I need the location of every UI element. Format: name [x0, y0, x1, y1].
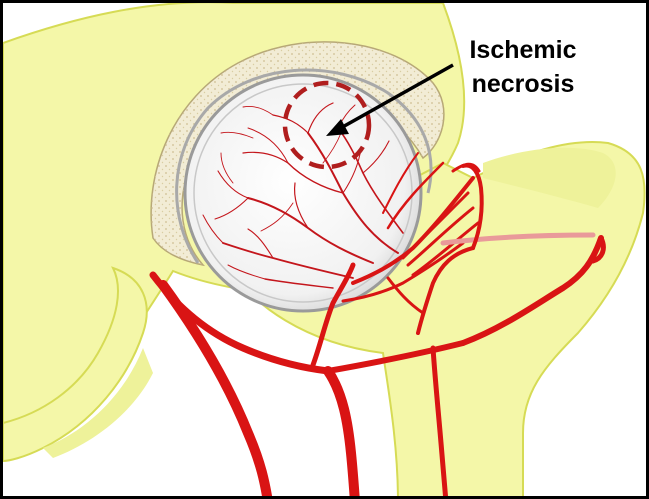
ischemic-necrosis-label: Ischemic necrosis — [443, 33, 603, 101]
label-line-2: necrosis — [443, 67, 603, 101]
label-line-1: Ischemic — [443, 33, 603, 67]
femoral-head — [185, 75, 421, 311]
